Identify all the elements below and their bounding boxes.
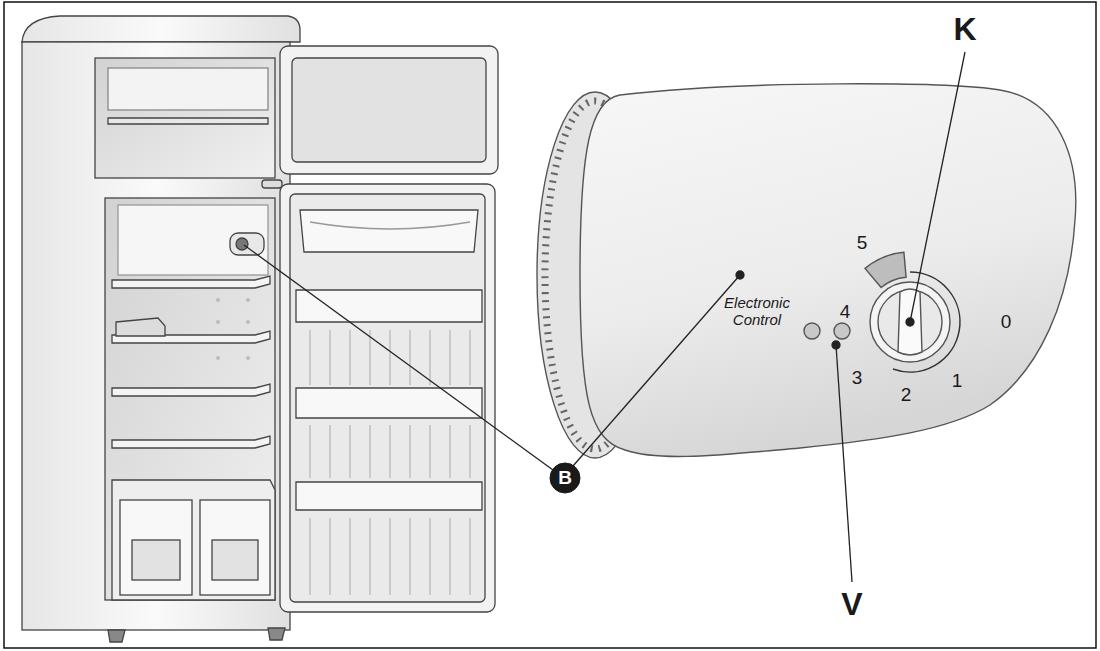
scale-band	[865, 252, 906, 287]
door-ribs	[470, 425, 471, 478]
door-ribs	[390, 425, 391, 478]
shelf-pegs	[246, 298, 250, 302]
butter-box	[116, 318, 165, 336]
door-ribs	[350, 330, 351, 385]
indicator-lamp	[834, 323, 850, 339]
part-letter: V	[841, 587, 862, 622]
freezer-shelf	[108, 118, 268, 124]
freezer-door-liner	[292, 58, 486, 162]
callout-circle-shape	[550, 463, 580, 493]
shelf	[112, 276, 270, 288]
dial-ring	[870, 282, 950, 362]
door-ribs	[430, 518, 431, 595]
drawer-handle	[132, 540, 180, 580]
fridge-foot	[268, 628, 285, 640]
door-ribs	[310, 330, 470, 595]
fridge-compartment	[105, 198, 275, 600]
door-ribs	[350, 518, 351, 595]
dial-number: 2	[901, 385, 912, 406]
callout-circle: B	[549, 462, 581, 494]
shelf	[112, 384, 270, 396]
shelf-pegs	[246, 356, 250, 360]
shelf-pegs	[216, 298, 250, 360]
door-ribs	[370, 425, 371, 478]
door-hinge	[262, 180, 282, 188]
shelf-pegs	[216, 320, 220, 324]
frame-border	[4, 2, 1096, 648]
door-ribs	[310, 425, 311, 478]
indicator-lamp	[804, 323, 820, 339]
door-ribs	[310, 330, 311, 385]
door-ribs	[330, 518, 331, 595]
door-bin	[296, 388, 482, 418]
door-ribs	[450, 330, 451, 385]
drawer-area	[112, 480, 275, 600]
shelf	[112, 436, 270, 448]
part-letter: K	[953, 12, 976, 47]
leader-dot	[736, 271, 744, 279]
fridge-door	[280, 184, 495, 612]
dial-knob	[878, 290, 942, 354]
fridge-illustration	[22, 16, 498, 642]
door-ribs	[470, 330, 471, 385]
back-wall	[118, 205, 268, 275]
crisper-drawer	[200, 500, 270, 595]
dial-number: 1	[952, 371, 963, 392]
door-ribs	[390, 518, 391, 595]
door-ribs	[330, 330, 331, 385]
dial-number: 3	[852, 368, 863, 389]
dial-number: 4	[840, 302, 851, 323]
thermostat-knob	[236, 238, 248, 250]
door-ribs	[410, 330, 411, 385]
door-ribs	[330, 425, 331, 478]
fridge-foot	[108, 630, 125, 642]
leader-line	[244, 245, 553, 470]
freezer-compartment	[95, 58, 275, 178]
freezer-door	[280, 46, 498, 174]
door-ribs	[450, 518, 451, 595]
leader-line	[910, 52, 965, 322]
door-ribs	[410, 425, 411, 478]
knob-grip	[898, 289, 922, 355]
shelf-pegs	[216, 298, 220, 302]
callout-letter: B	[549, 462, 581, 494]
door-ribs	[370, 330, 371, 385]
compartment-lid	[310, 222, 470, 229]
shelf-pegs	[246, 320, 250, 324]
leader-lines	[244, 52, 965, 582]
thermostat-housing	[230, 233, 264, 255]
door-ribs	[370, 518, 371, 595]
panel-housing	[580, 84, 1076, 457]
door-ribs	[390, 330, 391, 385]
door-ribs	[430, 330, 431, 385]
leader-dot	[832, 341, 840, 349]
fridge-door-liner	[290, 194, 485, 602]
freezer-wall	[108, 68, 268, 110]
dial-number: 5	[857, 233, 868, 254]
fridge-body	[22, 42, 290, 630]
control-panel	[537, 84, 1076, 458]
door-ribs	[450, 425, 451, 478]
door-ribs	[310, 518, 311, 595]
door-bin	[296, 482, 482, 510]
shelf-pegs	[216, 356, 220, 360]
door-ribs	[430, 425, 431, 478]
door-ribs	[410, 518, 411, 595]
door-compartment	[300, 210, 478, 252]
door-ribs	[470, 518, 471, 595]
door-bin	[296, 290, 482, 322]
leader-line	[573, 275, 740, 466]
panel-label: Electronic Control	[714, 295, 800, 328]
dial-number: 0	[1001, 312, 1012, 333]
leader-line	[836, 345, 852, 582]
drawer-handle	[212, 540, 258, 580]
leader-dot	[906, 318, 914, 326]
crisper-drawer	[120, 500, 192, 595]
door-ribs	[350, 425, 351, 478]
fridge-top	[22, 16, 300, 42]
